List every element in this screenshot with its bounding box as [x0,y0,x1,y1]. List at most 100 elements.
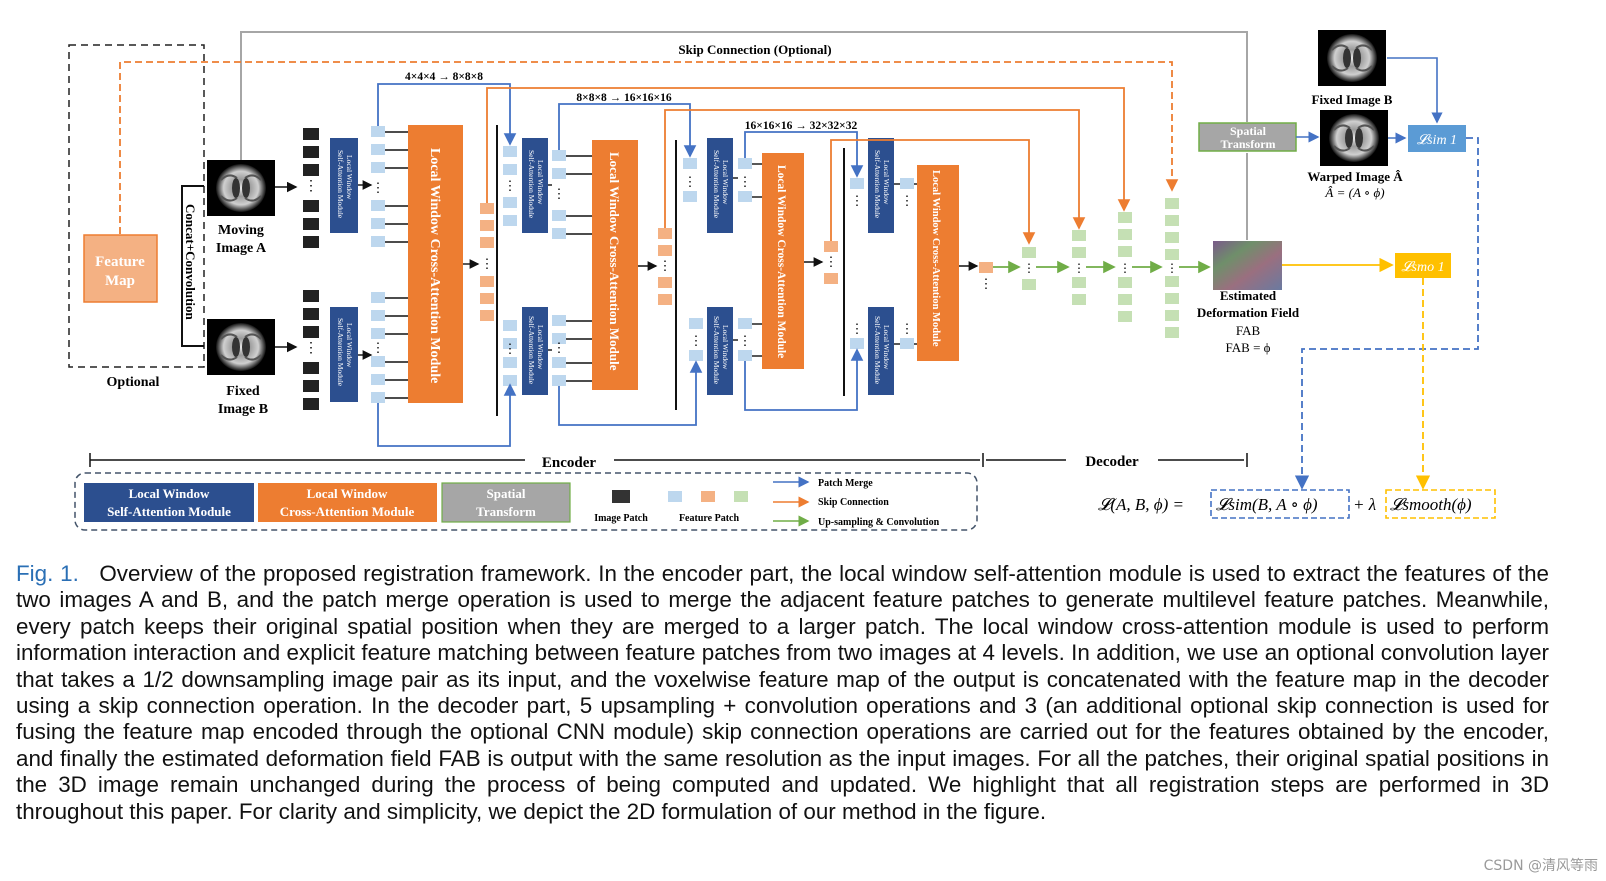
encoder-label: Encoder [542,455,597,471]
legend-image-patch: Image Patch [594,513,648,524]
lwsa2-bot-text: Local Window [536,325,545,370]
lwca-blocks [408,125,959,403]
svg-text:⋮: ⋮ [684,174,697,189]
image-patches [303,128,319,410]
legend-box [74,472,978,531]
svg-text:⋮: ⋮ [690,333,703,348]
lsmo1-label: 𝓛smo 1 [1401,260,1444,275]
feature-map-label-1: Feature [95,254,145,270]
legend-st-1: Spatial [486,486,525,501]
feature-patches-orange [480,203,993,321]
legend-image-patch-swatch [612,490,630,503]
decoder-label: Decoder [1085,454,1139,470]
legend-lwsa-1: Local Window [129,486,210,501]
lwsa3-top-text: Local Window [721,160,730,205]
merge-label-3: 16×16×16 → 32×32×32 [745,120,858,132]
spatial-transform-2: Transform [1220,137,1275,151]
figure-caption: Fig. 1. Overview of the proposed registr… [16,561,1549,825]
lwsa4-top-text: Local Window [882,160,891,205]
lwsa1-bot-text: Local Window [345,323,354,368]
legend-skip: Skip Connection [818,497,889,508]
svg-text:⋮: ⋮ [980,276,993,291]
fixed-image [206,318,276,376]
lwca1-text: Local Window Cross-Attention Module [427,148,442,383]
svg-text:⋮: ⋮ [504,178,517,193]
lwsa4-bot-text: Local Window [882,325,891,370]
formula-smooth: 𝓛smooth(ϕ) [1390,495,1472,514]
svg-text:⋮: ⋮ [1073,261,1085,275]
svg-text:⋮: ⋮ [901,193,914,208]
legend-upsampling: Up-sampling & Convolution [818,517,940,528]
svg-text:⋮: ⋮ [739,333,752,348]
svg-text:⋮: ⋮ [851,193,864,208]
optional-label: Optional [107,375,160,390]
fixed-image-b [1317,29,1387,87]
lwsa4-bot-text2: Self-Attention Module [873,316,882,385]
spatial-transform-box [1198,122,1297,152]
svg-text:⋮: ⋮ [1119,261,1131,275]
svg-text:⋮: ⋮ [372,340,385,355]
lwsa1-bot-text2: Self-Attention Module [336,318,345,387]
svg-text:⋮: ⋮ [901,321,914,336]
feature-patches-blue [371,126,914,403]
lwsa3-top-text2: Self-Attention Module [712,150,721,219]
lwca4-text: Local Window Cross-Attention Module [930,170,941,347]
lwsa4-top-text2: Self-Attention Module [873,150,882,219]
legend-patch-merge: Patch Merge [818,478,873,489]
formula-sim: 𝓛sim(B, A ∘ ϕ) [1216,495,1318,514]
svg-text:⋮: ⋮ [553,186,566,201]
decoder-patches [1022,198,1179,338]
fixed-image-b-label: Fixed Image B [1312,92,1393,107]
lwsa2-top-text2: Self-Attention Module [527,150,536,219]
svg-text:⋮: ⋮ [504,341,517,356]
moving-image [206,159,276,217]
caption-fig-number: Fig. 1. [16,561,79,586]
estimated-label-2: Deformation Field [1197,305,1300,320]
lsmo1-box [1395,253,1451,278]
svg-text:⋮: ⋮ [1166,261,1178,275]
caption-text: Overview of the proposed registration fr… [16,561,1549,824]
svg-text:⋮: ⋮ [1023,261,1035,275]
moving-image-label-2: Image A [216,241,267,256]
estimated-label-1: Estimated [1220,288,1277,303]
svg-text:⋮: ⋮ [851,321,864,336]
estimated-label-3: FAB [1236,323,1261,338]
legend-lwca-2: Cross-Attention Module [280,504,415,519]
warped-label-2: Â = (A ∘ ϕ) [1324,185,1384,200]
moving-image-label-1: Moving [218,223,264,238]
deformation-field [1213,241,1282,290]
watermark: CSDN @清风等雨 [1483,858,1598,874]
framework-diagram: Skip Connection (Optional) Feature Map O… [68,29,1496,531]
warped-label-1: Warped Image Â [1307,169,1403,184]
merge-label-1: 4×4×4 → 8×8×8 [405,71,483,83]
estimated-label-4: FAB = ϕ [1226,340,1271,355]
legend-st-2: Transform [476,504,536,519]
formula-plus: + λ [1353,495,1376,514]
lwsa-blocks [330,138,894,402]
svg-text:⋮: ⋮ [739,174,752,189]
legend-lwsa-2: Self-Attention Module [107,504,231,519]
lwsa3-bot-text: Local Window [721,325,730,370]
lwsa1-top-text2: Self-Attention Module [336,150,345,219]
svg-text:⋮: ⋮ [304,179,318,194]
svg-text:⋮: ⋮ [481,256,494,271]
lwca3-text: Local Window Cross-Attention Module [775,165,787,358]
merge-label-2: 8×8×8 → 16×16×16 [576,92,671,104]
svg-text:⋮: ⋮ [553,340,566,355]
svg-text:⋮: ⋮ [372,180,385,195]
lwsa2-bot-text2: Self-Attention Module [527,316,536,385]
fixed-image-label-2: Image B [218,402,268,417]
feature-map-box [83,234,158,303]
lwsa2-top-text: Local Window [536,160,545,205]
legend-feature-patch: Feature Patch [679,513,740,524]
lwsa3-bot-text2: Self-Attention Module [712,316,721,385]
concat-conv-label: Concat+Convolution [183,204,198,321]
spatial-transform-1: Spatial [1230,124,1267,138]
warped-image [1319,109,1389,167]
lsim1-label: 𝓛sim 1 [1417,133,1457,148]
skip-connection-label: Skip Connection (Optional) [678,42,831,57]
fixed-image-label-1: Fixed [226,384,260,399]
lwca2-text: Local Window Cross-Attention Module [607,152,622,371]
feature-map-label-2: Map [105,273,135,289]
svg-text:⋮: ⋮ [659,258,672,273]
